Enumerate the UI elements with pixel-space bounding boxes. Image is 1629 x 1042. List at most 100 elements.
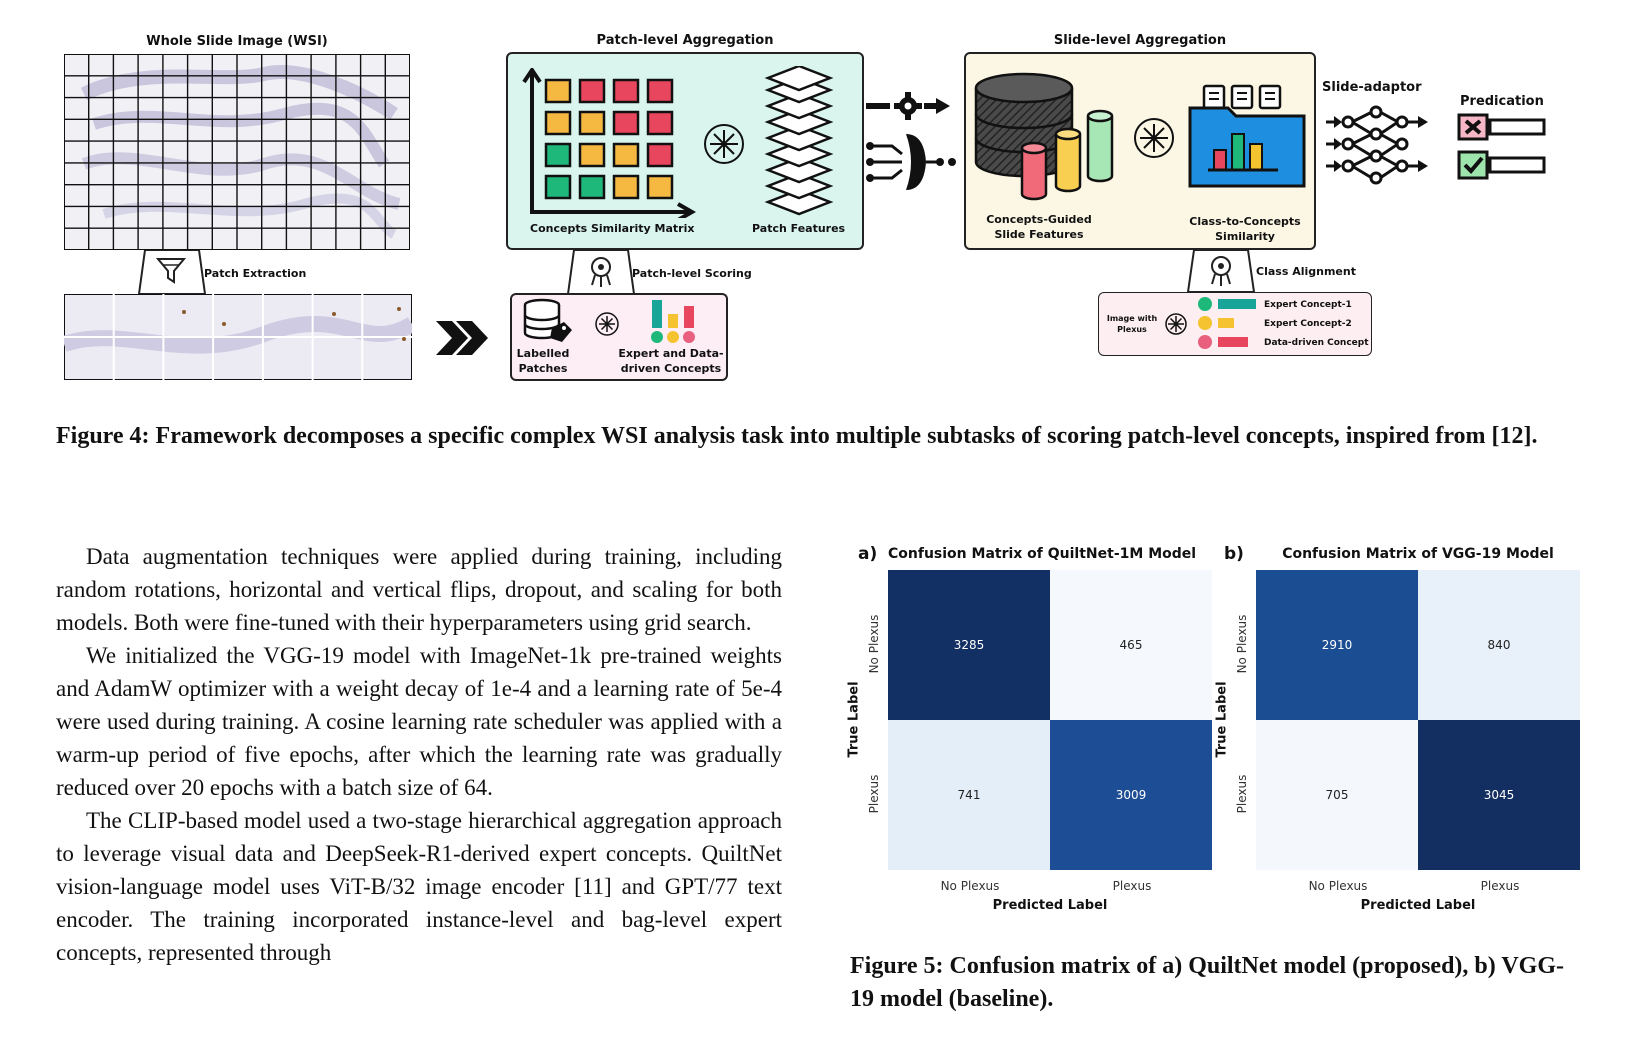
figure-4: Whole Slide Image (WSI) [0,0,1629,400]
convolution-star-icon-small [594,311,620,337]
class-to-concepts-line-1: Class-to-Concepts [1189,215,1301,228]
convolution-star-icon [702,122,746,166]
expert-data-line-1: Expert and Data- [618,347,724,360]
expert-data-line-2: driven Concepts [620,362,722,375]
database-tag-icon [522,298,574,344]
matrix-square-2-3 [646,142,674,168]
image-with-plexus-label: Image with Plexus [1098,313,1166,335]
cm-a-value-0-1: 465 [1119,638,1143,652]
concepts-matrix-label: Concepts Similarity Matrix [530,222,695,235]
figure-4-caption: Figure 4: Framework decomposes a specifi… [56,423,1538,449]
cm-a-ytick-1: Plexus [867,774,881,814]
cm-a-xtick-1: Plexus [1112,879,1152,893]
matrix-square-1-1 [578,110,606,136]
concept-legend-swatches [1196,296,1258,352]
panel-label-a: a) [858,544,878,564]
cm-a-ytick-0: No Plexus [867,614,881,674]
cm-b-value-0-1: 840 [1487,638,1511,652]
convolution-star-icon-3 [1164,312,1188,336]
filter-icon [155,256,187,286]
expert-concept-2-label: Expert Concept-2 [1264,319,1352,329]
cm-a-value-1-0: 741 [957,788,981,802]
cm-b-cell-0-1: 840 [1418,570,1580,720]
wsi-grid-image [63,53,411,251]
cm-b-cell-1-0: 705 [1256,720,1418,870]
cm-b-value-0-0: 2910 [1321,638,1353,652]
cm-b-ytick-0: No Plexus [1235,614,1249,674]
matrix-square-1-2 [612,110,640,136]
cm-b-xtick-0: No Plexus [1308,879,1368,893]
patch-features-stack-icon [764,64,834,218]
image-with-line-2: Plexus [1117,325,1147,334]
paragraph-3: The CLIP-based model used a two-stage hi… [56,808,782,965]
matrix-square-0-2 [612,78,640,104]
cm-b-ytick-1: Plexus [1235,774,1249,814]
matrix-square-2-1 [578,142,606,168]
expert-concept-1-label: Expert Concept-1 [1264,300,1352,310]
class-alignment-label: Class Alignment [1256,265,1356,278]
cm-a-value-1-1: 3009 [1115,788,1147,802]
prediction-checklist-icon [1456,112,1548,182]
matrix-square-3-2 [612,174,640,200]
class-to-concepts-line-2: Similarity [1215,230,1275,243]
slide-adaptor-label: Slide-adaptor [1322,80,1422,95]
cm-b-xtick-1: Plexus [1480,879,1520,893]
brain-circuit-icon-2 [1206,254,1236,288]
matrix-square-0-1 [578,78,606,104]
matrix-square-3-0 [544,174,572,200]
slide-aggregation-label: Slide-level Aggregation [1053,33,1227,48]
matrix-square-2-2 [612,142,640,168]
body-text-column: Data augmentation techniques were applie… [56,540,782,1042]
confusion-matrix-b: b) Confusion Matrix of VGG-19 Model 2910… [1214,536,1588,916]
cm-b-value-1-0: 705 [1325,788,1349,802]
labelled-line-2: Patches [518,362,568,375]
aggregator-gate-icon [862,130,958,194]
labelled-line-1: Labelled [516,347,570,360]
database-cylinders-icon [974,70,1114,204]
cm-a-cell-0-1: 465 [1050,570,1212,720]
data-driven-concept-label: Data-driven Concept [1264,338,1369,348]
class-to-concepts-label: Class-to-Concepts Similarity [1180,214,1310,244]
brain-circuit-icon [586,255,616,289]
gear-arrow-icon [864,92,954,120]
concepts-guided-line-1: Concepts-Guided [986,213,1092,226]
panel-label-b: b) [1224,544,1244,564]
paragraph-1: Data augmentation techniques were applie… [56,544,782,635]
patch-features-label: Patch Features [752,222,846,235]
cm-b-ylabel: True Label [1214,681,1230,758]
cm-a-value-0-0: 3285 [953,638,985,652]
cm-a-title: Confusion Matrix of QuiltNet-1M Model [888,546,1197,562]
bar-lollipop-chart-icon [646,298,702,344]
concepts-guided-line-2: Slide Features [994,228,1084,241]
matrix-square-0-3 [646,78,674,104]
cm-b-value-1-1: 3045 [1483,788,1515,802]
matrix-square-1-3 [646,110,674,136]
labelled-patches-label: Labelled Patches [512,346,574,376]
matrix-square-0-0 [544,78,572,104]
cm-a-grid: 3285 465 741 3009 [888,570,1212,870]
matrix-square-1-0 [544,110,572,136]
concepts-similarity-matrix [522,66,697,222]
paragraph-2: We initialized the VGG-19 model with Ima… [56,643,782,800]
folder-chart-icon [1188,82,1306,190]
matrix-square-3-1 [578,174,606,200]
cm-b-grid: 2910 840 705 3045 [1256,570,1580,870]
cm-b-title: Confusion Matrix of VGG-19 Model [1282,546,1554,562]
cm-a-cell-0-0: 3285 [888,570,1050,720]
cm-a-xlabel: Predicted Label [992,898,1108,913]
cm-b-xlabel: Predicted Label [1360,898,1476,913]
figure-5-caption: Figure 5: Confusion matrix of a) QuiltNe… [850,953,1564,1012]
confusion-matrix-a: a) Confusion Matrix of QuiltNet-1M Model… [847,536,1220,916]
matrix-square-3-3 [646,174,674,200]
patch-aggregation-label: Patch-level Aggregation [596,33,774,48]
patch-extraction-label: Patch Extraction [204,267,307,280]
concepts-guided-label: Concepts-Guided Slide Features [974,212,1104,242]
cm-a-cell-1-1: 3009 [1050,720,1212,870]
patch-scoring-label: Patch-level Scoring [632,267,752,280]
cm-a-cell-1-0: 741 [888,720,1050,870]
image-with-line-1: Image with [1106,314,1158,323]
expert-data-concepts-label: Expert and Data- driven Concepts [618,346,724,376]
matrix-square-2-0 [544,142,572,168]
cm-b-cell-1-1: 3045 [1418,720,1580,870]
extracted-patches-strip [61,293,417,381]
